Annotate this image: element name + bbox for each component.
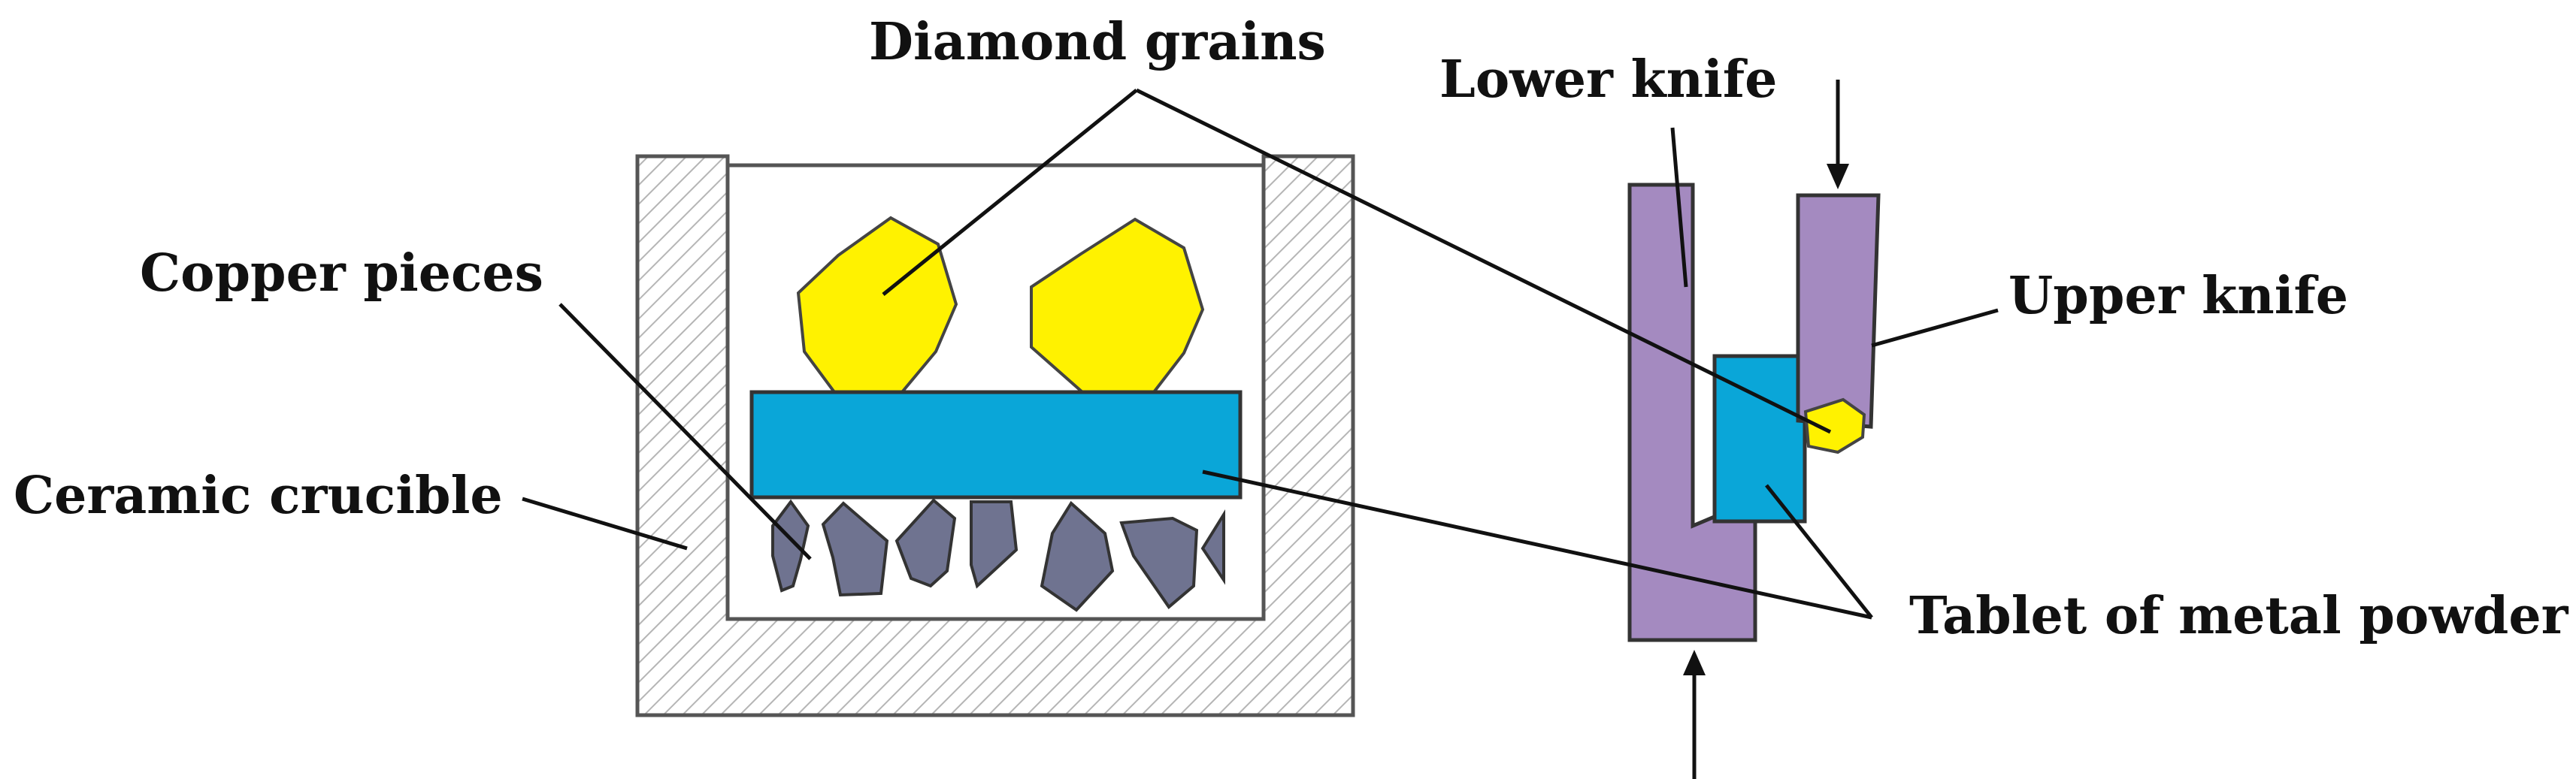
arrow-lower-force bbox=[1683, 650, 1706, 779]
copper-piece bbox=[970, 500, 1019, 589]
copper-piece bbox=[1119, 516, 1199, 609]
leader-upper-knife bbox=[1871, 308, 1999, 348]
leader-ceramic bbox=[522, 497, 688, 551]
diamond-grain bbox=[1030, 217, 1205, 394]
label-upper-knife: Upper knife bbox=[2008, 266, 2349, 326]
upper-knife bbox=[1796, 193, 1881, 429]
label-diamond-grains: Diamond grains bbox=[869, 12, 1326, 72]
knife-diamond-grain bbox=[1803, 397, 1866, 454]
leader-diamond-right bbox=[1135, 88, 1832, 434]
diamond-grain bbox=[796, 216, 958, 394]
copper-piece bbox=[771, 499, 810, 593]
leader-tablet-2 bbox=[1765, 484, 1873, 619]
label-tablet-metal-powder: Tablet of metal powder bbox=[1909, 586, 2568, 646]
copper-piece bbox=[1200, 509, 1225, 585]
arrow-upper-force bbox=[1827, 80, 1849, 189]
label-ceramic-crucible: Ceramic crucible bbox=[14, 466, 503, 526]
leader-copper bbox=[558, 303, 812, 560]
label-copper-pieces: Copper pieces bbox=[140, 243, 543, 303]
copper-piece bbox=[821, 501, 889, 597]
leader-tablet-1 bbox=[1202, 470, 1872, 620]
knife-assembly bbox=[1627, 183, 1881, 642]
leader-diamond-left bbox=[882, 89, 1138, 296]
copper-pieces bbox=[771, 498, 1225, 612]
copper-piece bbox=[894, 498, 957, 588]
leader-lower-knife bbox=[1670, 127, 1688, 288]
label-lower-knife: Lower knife bbox=[1439, 50, 1778, 110]
tablet-metal-powder bbox=[749, 390, 1243, 500]
leader-lines bbox=[522, 88, 1999, 620]
copper-piece bbox=[1040, 500, 1115, 612]
